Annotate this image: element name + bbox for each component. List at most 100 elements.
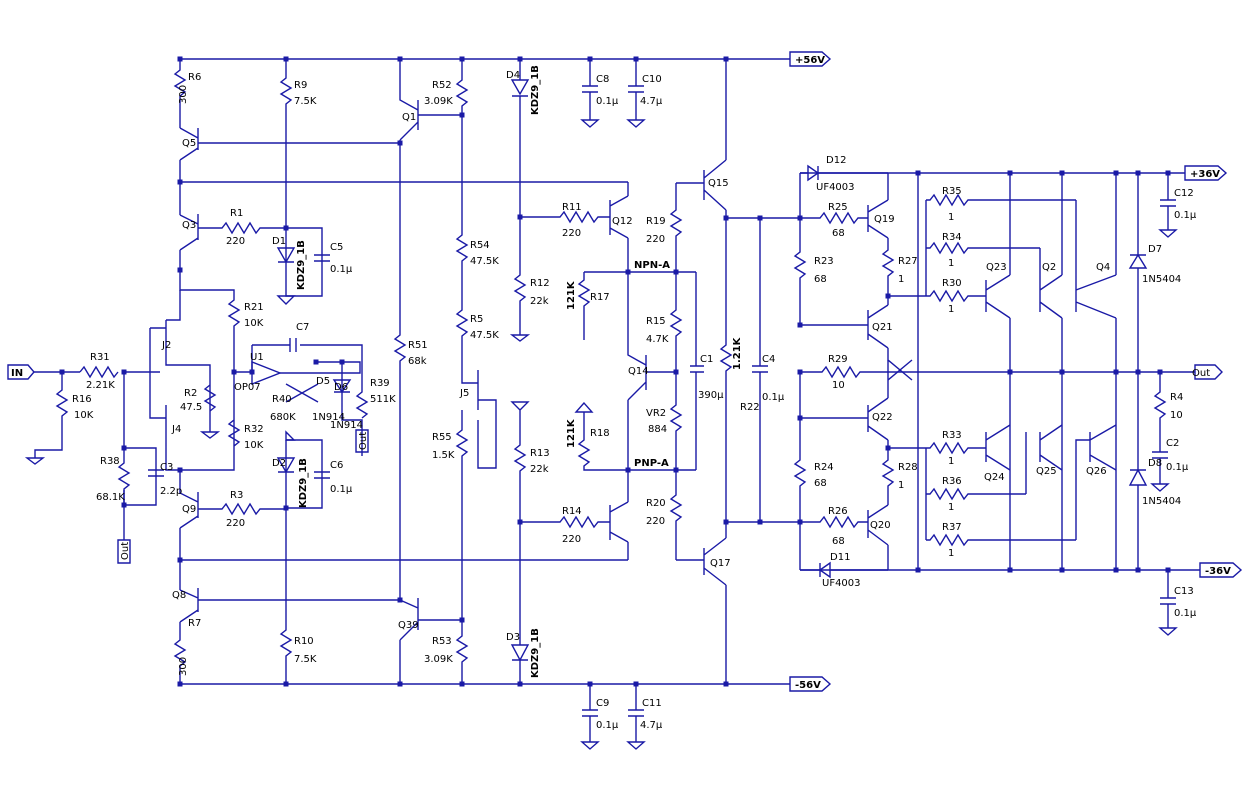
q17-name-label: Q17	[710, 558, 731, 569]
junction-dot	[459, 112, 465, 118]
r9-symbol	[279, 59, 293, 228]
q24-symbol	[985, 424, 1011, 471]
out-feedback-label: Out	[120, 542, 131, 560]
r27-name-label: R27	[898, 256, 918, 267]
r21-value-label: 10K	[244, 318, 264, 329]
junction-dot	[1165, 170, 1171, 176]
pos36-flag	[1184, 165, 1228, 181]
r27-value-label: 1	[898, 274, 904, 285]
j2-name-label: J2	[161, 340, 171, 351]
junction-dot	[587, 56, 593, 62]
q12-name-label: Q12	[612, 216, 633, 227]
junction-dot	[1157, 369, 1163, 375]
junction-dot	[673, 269, 679, 275]
d4-name-label: D4	[506, 70, 520, 81]
c13-name-label: C13	[1174, 586, 1194, 597]
r35-value-label: 1	[948, 212, 954, 223]
junction-dot	[797, 369, 803, 375]
r38-symbol	[117, 448, 131, 510]
r1-name-label: R1	[230, 208, 243, 219]
q23-name-label: Q23	[986, 262, 1007, 273]
q26-name-label: Q26	[1086, 466, 1107, 477]
r16-symbol	[34, 372, 69, 458]
junction-dot	[885, 293, 891, 299]
r55-name-label: R55	[432, 432, 452, 443]
q22-symbol	[799, 360, 889, 448]
d5-name-label: D5	[316, 376, 330, 387]
q13-symbol	[609, 470, 629, 560]
r6-symbol	[173, 59, 187, 128]
r51-value-label: 68k	[408, 356, 427, 367]
c11-name-label: C11	[642, 698, 662, 709]
r31-name-label: R31	[90, 352, 110, 363]
d7-value-label: 1N5404	[1142, 274, 1181, 285]
q17-symbol	[676, 522, 727, 684]
c1-symbol	[690, 272, 704, 470]
out-feedback-port	[117, 539, 131, 564]
r3-name-label: R3	[230, 490, 243, 501]
left-stage: Out	[149, 59, 628, 684]
junction-dot	[757, 215, 763, 221]
q22-name-label: Q22	[872, 412, 893, 423]
q3-symbol	[179, 214, 199, 270]
c13-symbol	[1158, 570, 1178, 636]
junction-dot	[177, 557, 183, 563]
c12-name-label: C12	[1174, 188, 1194, 199]
r19-r15-symbols	[646, 183, 683, 373]
r11-value-label: 220	[562, 228, 581, 239]
junction-dot	[397, 681, 403, 687]
r15-name-label: R15	[646, 316, 666, 327]
r29-name-label: R29	[828, 354, 848, 365]
c12-symbol	[1158, 173, 1178, 238]
pnp-a-node-label: PNP-A	[634, 458, 669, 469]
r33-name-label: R33	[942, 430, 962, 441]
d1-value-label: KDZ9_1B	[296, 240, 307, 290]
junction-dot	[517, 519, 523, 525]
r30-name-label: R30	[942, 278, 962, 289]
junction-dot	[177, 56, 183, 62]
q9-symbol	[179, 470, 199, 590]
junction-dot	[797, 519, 803, 525]
junction-dot	[459, 617, 465, 623]
d8-value-label: 1N5404	[1142, 496, 1181, 507]
r17-name-label: R17	[590, 292, 610, 303]
r24-value-label: 68	[814, 478, 827, 489]
r17-value-label: 121K	[566, 280, 577, 310]
r40-name-label: R40	[272, 394, 292, 405]
r31-symbol	[79, 365, 119, 379]
r5-name-label: R5	[470, 314, 483, 325]
r52-r54-r5-j5	[455, 59, 497, 469]
d3-value-label: KDZ9_1B	[530, 628, 541, 678]
r1-symbol	[198, 221, 286, 235]
r26-value-label: 68	[832, 536, 845, 547]
junction-dot	[397, 597, 403, 603]
junction-dot	[723, 56, 729, 62]
r30-value-label: 1	[948, 304, 954, 315]
q1-r51-symbols	[393, 59, 419, 600]
q19-name-label: Q19	[874, 214, 895, 225]
q1-name-label: Q1	[402, 112, 416, 123]
c7-name-label: C7	[296, 322, 309, 333]
r53-name-label: R53	[432, 636, 452, 647]
r40-value-label: 680K	[270, 412, 296, 423]
r19-value-label: 220	[646, 234, 665, 245]
junction-dot	[59, 369, 65, 375]
c8-name-label: C8	[596, 74, 609, 85]
r36-symbol	[926, 487, 1026, 501]
r28-value-label: 1	[898, 480, 904, 491]
c11-symbol	[626, 684, 646, 750]
junction-dot	[1113, 369, 1119, 375]
q14-name-label: Q14	[628, 366, 649, 377]
r32-value-label: 10K	[244, 440, 264, 451]
r14-value-label: 220	[562, 534, 581, 545]
r9-name-label: R9	[294, 80, 307, 91]
c3-name-label: C3	[160, 462, 173, 473]
out-port-small	[355, 429, 369, 453]
q15-symbol	[676, 59, 727, 218]
r22-value-label: 1.21K	[732, 336, 743, 370]
junction-dot	[1059, 567, 1065, 573]
junction-dot	[1059, 369, 1065, 375]
vas-stage	[574, 59, 800, 684]
c7-symbol	[289, 338, 297, 352]
r7-value-label: 300	[178, 657, 189, 676]
